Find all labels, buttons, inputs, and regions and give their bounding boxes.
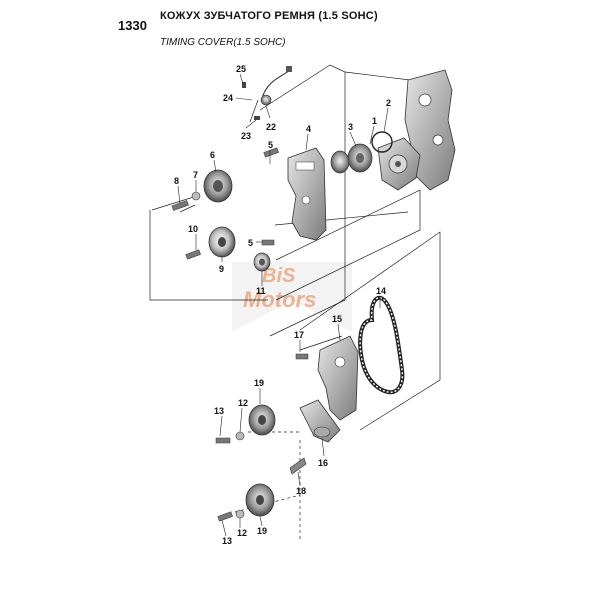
callout-9: 9 [219, 264, 224, 274]
diagram-title-en: TIMING COVER(1.5 SOHC) [160, 37, 286, 48]
bolt-8 [171, 200, 189, 211]
callouts: 25 24 22 23 2 1 3 4 5 6 7 8 10 5 9 11 14… [174, 64, 391, 546]
crankshaft-pulley-upper [248, 404, 276, 436]
crankshaft-pulley-lower [245, 483, 275, 517]
callout-leaders [177, 73, 389, 537]
upper-timing-cover [287, 147, 327, 241]
callout-8: 8 [174, 176, 179, 186]
callout-17: 17 [294, 330, 304, 340]
callout-13b: 13 [222, 536, 232, 546]
callout-19: 19 [254, 378, 264, 388]
camshaft-gear-small [330, 150, 350, 174]
callout-18: 18 [296, 486, 306, 496]
spacer-11 [253, 252, 271, 272]
callout-6: 6 [210, 150, 215, 160]
water-pump [377, 137, 421, 191]
bolt-5-upper [263, 147, 279, 158]
bolt-13 [215, 437, 231, 444]
callout-1: 1 [372, 116, 377, 126]
bolt-10 [185, 249, 201, 260]
left-frame [149, 210, 268, 301]
callout-2: 2 [386, 98, 391, 108]
bolt-5 [261, 239, 275, 246]
callout-22: 22 [266, 122, 276, 132]
tensioner-pin [289, 457, 307, 475]
callout-5: 5 [268, 140, 273, 150]
callout-4: 4 [306, 124, 311, 134]
water-pump-pulley [347, 143, 373, 173]
lower-frame [299, 231, 441, 431]
callout-23: 23 [241, 131, 251, 141]
callout-5b: 5 [248, 238, 253, 248]
callout-15: 15 [332, 314, 342, 324]
watermark-line1: BiS [262, 265, 296, 287]
callout-11: 11 [256, 286, 266, 296]
callout-16: 16 [318, 458, 328, 468]
callout-19b: 19 [257, 526, 267, 536]
washer-7 [191, 191, 201, 201]
callout-24: 24 [223, 93, 233, 103]
bolt-17 [295, 353, 309, 360]
washer-12-lower [235, 509, 245, 519]
callout-3: 3 [348, 122, 353, 132]
mid-frame [275, 189, 421, 301]
callout-14: 14 [376, 286, 386, 296]
lower-timing-cover [317, 335, 359, 421]
gasket-ring [371, 131, 393, 153]
idler-pulley [208, 226, 236, 258]
engine-leader [344, 71, 411, 81]
callout-13: 13 [214, 406, 224, 416]
timing-belt [358, 295, 405, 395]
washer-12 [235, 431, 245, 441]
sensor-harness [242, 66, 292, 120]
tensioner-bracket [299, 399, 341, 443]
watermark-line2: Motors [243, 287, 316, 312]
frame-lines [149, 64, 441, 540]
callout-10: 10 [188, 224, 198, 234]
bolt-13-lower [217, 511, 233, 522]
diagram-title-ru: КОЖУХ ЗУБЧАТОГО РЕМНЯ (1.5 SOHC) [160, 10, 378, 22]
callout-12: 12 [238, 398, 248, 408]
callout-25: 25 [236, 64, 246, 74]
callout-7: 7 [193, 170, 198, 180]
callout-12b: 12 [237, 528, 247, 538]
crankshaft-gear-upper [203, 169, 233, 203]
diagram-code: 1330 [118, 18, 147, 33]
